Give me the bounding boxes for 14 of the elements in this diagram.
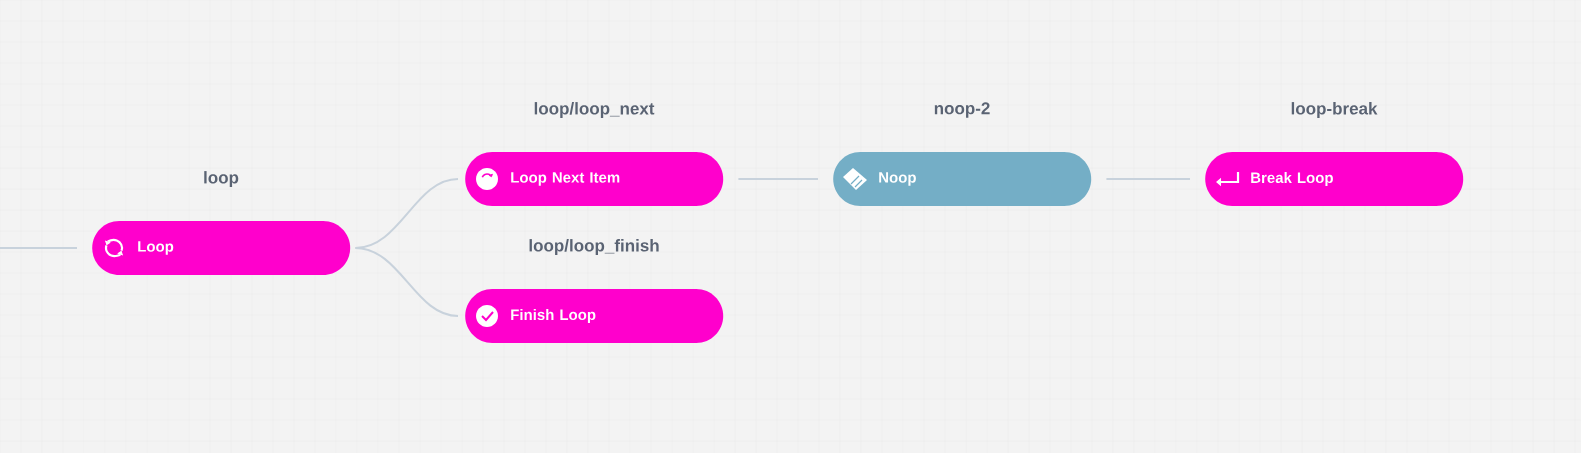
node-title: loop/loop_next <box>534 102 655 118</box>
node-title: loop/loop_finish <box>529 239 659 255</box>
node-title: loop <box>204 171 239 187</box>
step-pill: Noop <box>833 152 1092 206</box>
node-title: loop-break <box>1291 102 1378 118</box>
step-pill: Finish Loop <box>465 289 724 343</box>
node-title: noop-2 <box>934 102 990 118</box>
connector-line <box>737 178 819 180</box>
step-pill: Loop Next Item <box>465 152 724 206</box>
connector-line <box>354 247 459 317</box>
step-pill: Break Loop <box>1205 152 1464 206</box>
connector-line <box>1105 178 1191 180</box>
connector-line <box>0 247 78 249</box>
step-pill: Loop <box>92 221 351 275</box>
